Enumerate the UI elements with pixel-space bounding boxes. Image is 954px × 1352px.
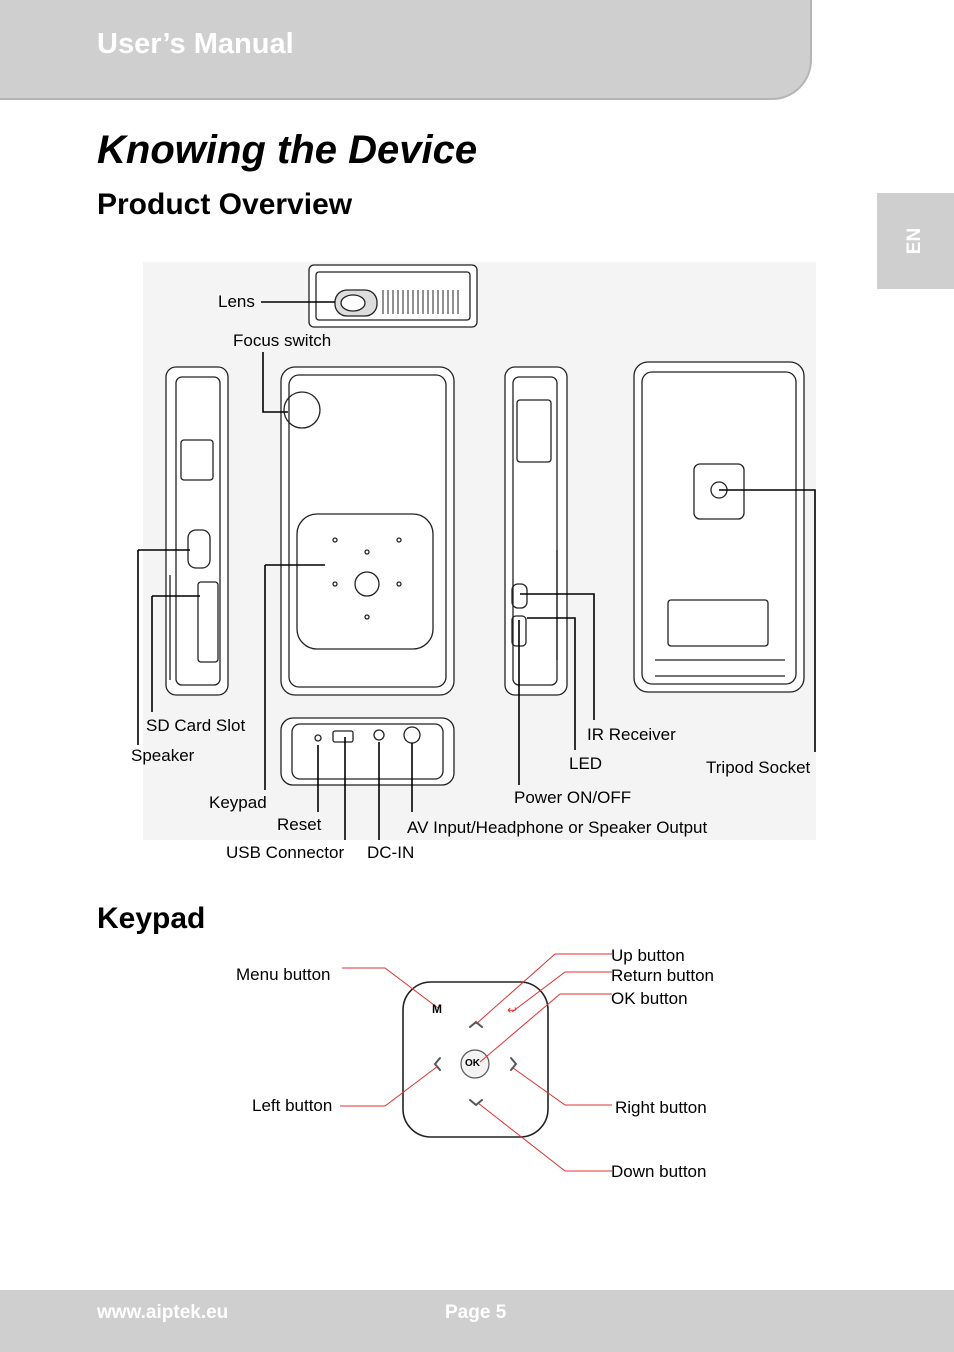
ok-key-glyph: OK [465, 1058, 480, 1069]
label-keypad: Keypad [209, 793, 267, 812]
label-av-output: AV Input/Headphone or Speaker Output [407, 818, 708, 837]
label-up-button: Up button [611, 946, 685, 965]
device-front-view [280, 366, 455, 696]
label-left-button: Left button [252, 1096, 333, 1115]
menu-key-glyph: M [432, 1002, 442, 1016]
section-title-keypad: Keypad [97, 902, 206, 935]
label-focus-switch: Focus switch [233, 331, 332, 350]
label-ok-button: OK button [611, 989, 688, 1008]
label-usb-connector: USB Connector [226, 843, 345, 862]
device-left-side-view [165, 366, 229, 696]
label-reset: Reset [277, 815, 322, 834]
label-tripod-socket: Tripod Socket [706, 758, 811, 777]
keypad-callout-lines [340, 953, 612, 1172]
label-dc-in: DC-IN [367, 843, 415, 862]
device-right-side-view [504, 366, 568, 696]
label-ir-receiver: IR Receiver [587, 725, 676, 744]
page-title: Knowing the Device [97, 128, 478, 172]
label-lens: Lens [218, 292, 255, 311]
manual-title: User’s Manual [97, 28, 294, 60]
device-top-view [308, 264, 478, 328]
label-menu-button: Menu button [236, 965, 331, 984]
device-back-view [633, 361, 805, 693]
label-speaker: Speaker [131, 746, 195, 765]
footer-url[interactable]: www.aiptek.eu [97, 1302, 229, 1323]
label-down-button: Down button [611, 1162, 707, 1181]
arrow-glyphs [433, 1020, 518, 1107]
header-bar: User’s Manual [0, 0, 812, 100]
return-key-glyph: ↩ [507, 1003, 518, 1017]
language-tab[interactable]: EN [877, 193, 954, 289]
label-led: LED [569, 754, 603, 773]
label-return-button: Return button [611, 966, 715, 985]
label-power: Power ON/OFF [514, 788, 632, 807]
device-bottom-view [280, 717, 455, 786]
page-number: Page 5 [445, 1302, 507, 1323]
label-sd-card-slot: SD Card Slot [146, 716, 246, 735]
footer-bar: www.aiptek.eu Page 5 [0, 1290, 954, 1352]
overview-callout-lines [137, 301, 816, 840]
label-right-button: Right button [615, 1098, 707, 1117]
section-title-product-overview: Product Overview [97, 188, 353, 221]
